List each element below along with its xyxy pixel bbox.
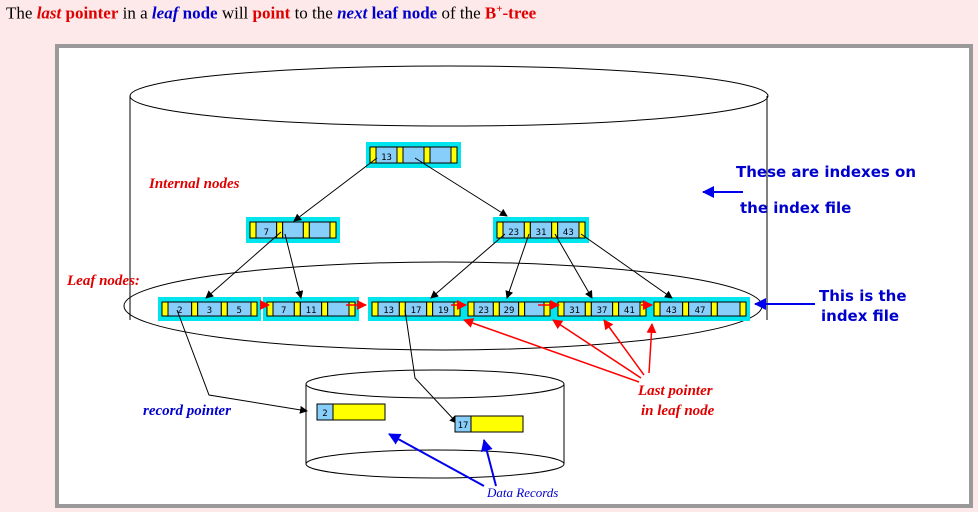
key-label: 41 <box>624 306 635 316</box>
tree-edges <box>176 157 673 424</box>
key-label: 43 <box>666 306 677 316</box>
pointer-cell <box>161 301 169 317</box>
pointer-cell <box>496 221 504 239</box>
pointer-cell <box>396 146 404 164</box>
indexes-label-2: the index file <box>740 199 851 217</box>
pointer-cell <box>191 301 199 317</box>
last-pointer-cell <box>250 301 258 317</box>
record-body-cell <box>470 415 524 433</box>
node-internal-right: 23 31 43 <box>493 217 589 243</box>
pointer-cell <box>249 221 257 239</box>
key-label: 11 <box>306 306 317 316</box>
last-pointer-cell <box>639 301 647 317</box>
pointer-cell <box>467 301 475 317</box>
key-label: 23 <box>478 306 489 316</box>
record-pointer-label: record pointer <box>143 403 231 419</box>
record-key-label: 17 <box>458 421 469 431</box>
blue-callout-arrows <box>388 186 815 487</box>
key-label: 31 <box>569 306 580 316</box>
record-key-label: 2 <box>322 409 327 419</box>
key-cell <box>716 301 741 317</box>
key-label: 43 <box>563 228 574 238</box>
key-label: 23 <box>508 228 519 238</box>
pointer-cell <box>653 301 661 317</box>
pointer-cell <box>523 221 531 239</box>
node-leaf4: 23 29 <box>464 297 554 321</box>
data-records-label: Data Records <box>486 485 558 500</box>
indexes-label-1: These are indexes on <box>736 163 916 181</box>
key-label: 7 <box>264 228 269 238</box>
pointer-cell <box>584 301 592 317</box>
pointer-cell <box>682 301 690 317</box>
data-records-cylinder <box>305 369 565 479</box>
pointer-cell <box>551 221 559 239</box>
key-cell <box>402 146 425 164</box>
key-label: 47 <box>695 306 706 316</box>
index-file-label-1: This is the <box>819 287 907 305</box>
pointer-cell <box>302 221 310 239</box>
last-pointer-cell <box>329 221 337 239</box>
node-leaf1: 2 3 5 <box>158 297 261 321</box>
last-pointer-cell <box>450 146 458 164</box>
pointer-cell <box>612 301 620 317</box>
key-label: 3 <box>207 306 212 316</box>
key-cell <box>308 221 331 239</box>
pointer-cell <box>518 301 526 317</box>
key-cell <box>429 146 452 164</box>
node-leaf2: 7 11 <box>263 297 359 321</box>
headline: The last pointer in a leaf node will poi… <box>6 3 537 23</box>
key-label: 31 <box>536 228 547 238</box>
pointer-cell <box>371 301 379 317</box>
pointer-cell <box>492 301 500 317</box>
key-label: 5 <box>236 306 241 316</box>
pointer-cell <box>220 301 228 317</box>
key-label: 7 <box>281 306 286 316</box>
key-label: 2 <box>177 306 182 316</box>
pointer-cell <box>293 301 301 317</box>
key-label: 17 <box>411 306 422 316</box>
node-leaf5: 31 37 41 <box>554 297 650 321</box>
last-pointer-cell <box>453 301 461 317</box>
pointer-cell <box>266 301 274 317</box>
pointer-cell <box>557 301 565 317</box>
pointer-cell <box>426 301 434 317</box>
key-cell <box>327 301 350 317</box>
last-pointer-cell <box>543 301 551 317</box>
key-label: 19 <box>438 306 449 316</box>
last-pointer-label-1: Last pointer <box>637 383 713 399</box>
last-pointer-label-2: in leaf node <box>641 403 715 419</box>
leaf-nodes-label: Leaf nodes: <box>66 273 140 289</box>
pointer-cell <box>423 146 431 164</box>
node-leaf3: 13 17 19 <box>368 297 464 321</box>
data-record-rec2: 17 <box>454 415 524 433</box>
data-records: 2 17 <box>316 403 524 433</box>
last-pointer-cell <box>739 301 747 317</box>
key-label: 29 <box>504 306 515 316</box>
key-label: 13 <box>381 153 392 163</box>
internal-nodes-label: Internal nodes <box>148 176 240 192</box>
key-label: 37 <box>597 306 608 316</box>
last-pointer-callout-arrows <box>463 318 657 383</box>
pointer-cell <box>710 301 718 317</box>
data-record-rec1: 2 <box>316 403 386 421</box>
last-pointer-cell <box>348 301 356 317</box>
node-root: 13 <box>366 142 461 168</box>
pointer-cell <box>398 301 406 317</box>
last-pointer-cell <box>578 221 586 239</box>
node-internal-left: 7 <box>246 217 340 243</box>
key-label: 13 <box>383 306 394 316</box>
pointer-cell <box>321 301 329 317</box>
node-leaf6: 43 47 <box>650 297 750 321</box>
index-file-label-2: index file <box>821 307 899 325</box>
record-body-cell <box>332 403 386 421</box>
key-cell <box>524 301 545 317</box>
